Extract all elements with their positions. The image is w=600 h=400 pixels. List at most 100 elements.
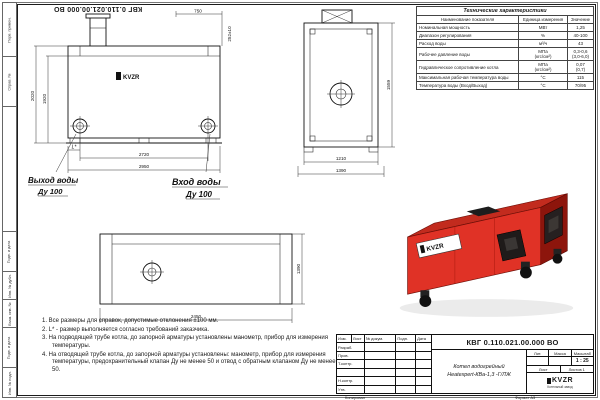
margin-label: Взам. инв. № bbox=[7, 301, 12, 326]
title-block-signatures: Изм. Лист № докум. Подп. Дата Разраб. Пр… bbox=[337, 335, 432, 393]
tb-label: № докум. bbox=[365, 335, 397, 343]
tb-label: Изм. bbox=[337, 335, 352, 343]
brand-logo: KVZR bbox=[546, 377, 573, 384]
boiler-front-face bbox=[407, 207, 542, 295]
col-header-value: Значение bbox=[566, 15, 595, 24]
title-block-logo: KVZR Котельный завод bbox=[527, 373, 593, 393]
svg-text:2720: 2720 bbox=[139, 152, 150, 157]
svg-text:1559: 1559 bbox=[386, 79, 391, 90]
title-block-doc-code: КВГ 0.110.021.00.000 ВО bbox=[432, 335, 593, 350]
dimension-1920: 1920 bbox=[42, 55, 68, 143]
margin-cell: Взам. инв. № bbox=[2, 300, 17, 328]
dimension-l-mark: L* bbox=[68, 145, 80, 151]
note-1: 1. Все размеры для справок, допустимые о… bbox=[42, 318, 219, 324]
product-name: Котел водогрейный Heatexpert-КВа-1,3 -Г/… bbox=[432, 350, 527, 393]
tb-empty bbox=[416, 377, 431, 384]
margin-cell: Перв. примен. bbox=[2, 2, 17, 57]
param-unit: МВт bbox=[518, 23, 568, 32]
param-name: Гидравлическое сопротивление котла bbox=[415, 60, 520, 74]
tb-empty bbox=[396, 351, 416, 360]
margin-label: Перв. примен. bbox=[7, 16, 12, 43]
margin-label: Инв. № подл. bbox=[7, 370, 12, 395]
table-row: Максимальная рабочая температура воды °С… bbox=[415, 73, 595, 82]
param-unit: °С bbox=[518, 73, 568, 82]
svg-text:2450: 2450 bbox=[191, 314, 202, 319]
note-3: 3. На подводящей трубе котла, до запорно… bbox=[42, 335, 329, 350]
svg-text:1210: 1210 bbox=[336, 156, 347, 161]
tb-label: Лист bbox=[352, 335, 365, 343]
drawing-scale: 1 : 25 bbox=[575, 358, 589, 364]
tb-empty bbox=[365, 351, 396, 360]
spec-table-header-row: Наименование показателя Единица измерени… bbox=[415, 15, 595, 24]
title-block-main: КВГ 0.110.021.00.000 ВО Котел водогрейны… bbox=[432, 335, 593, 393]
svg-text:L*: L* bbox=[72, 145, 78, 151]
param-name: Номинальная мощность bbox=[415, 23, 520, 32]
param-value: 70/95 bbox=[566, 81, 595, 90]
title-block-meta: Лит. Масса Масштаб 1 : 25 Лист Листов 1 bbox=[527, 350, 593, 393]
title-block: Изм. Лист № докум. Подп. Дата Разраб. Пр… bbox=[336, 334, 594, 394]
end-door-panel bbox=[548, 215, 559, 234]
svg-text:KVZR: KVZR bbox=[426, 242, 445, 253]
tb-label: Лист bbox=[527, 366, 561, 372]
flue-outlet bbox=[321, 9, 353, 24]
margin-cell: Подп. и дата bbox=[2, 328, 17, 368]
tb-empty bbox=[416, 352, 431, 359]
dimension-1210: 1210 bbox=[303, 152, 379, 165]
tb-empty bbox=[337, 368, 365, 377]
tb-empty bbox=[416, 343, 431, 350]
svg-text:750: 750 bbox=[194, 9, 202, 14]
plan-view-drawing: 2450 1390 bbox=[99, 233, 305, 323]
tb-label: Масштаб bbox=[573, 350, 591, 356]
tb-label: Утв. bbox=[337, 385, 365, 393]
svg-text:Выход воды: Выход воды bbox=[28, 176, 78, 185]
side-view-drawing: 1559 1210 1390 bbox=[297, 9, 395, 177]
param-unit: °С bbox=[518, 81, 568, 90]
col-header-name: Наименование показателя bbox=[415, 15, 520, 24]
tb-empty bbox=[396, 343, 416, 351]
tb-row bbox=[337, 368, 431, 378]
svg-text:1390: 1390 bbox=[336, 168, 347, 173]
svg-text:KVZR: KVZR bbox=[123, 75, 140, 81]
tb-label: Разраб. bbox=[337, 343, 365, 351]
svg-text:2020: 2020 bbox=[30, 90, 35, 101]
dimension-2950: 2950 bbox=[67, 146, 221, 173]
table-row: Рабочее давление воды МПа (кгс/см²) 0,3-… bbox=[415, 47, 595, 61]
inlet-flange bbox=[198, 116, 218, 136]
param-unit: МПа (кгс/см²) bbox=[518, 47, 568, 61]
front-view-drawing: KVZR 750 252±10 202 bbox=[28, 9, 232, 200]
spec-table: Технические характеристики Наименование … bbox=[415, 6, 595, 90]
param-value: 1,25 bbox=[566, 23, 595, 32]
chimney-outline bbox=[85, 13, 111, 46]
tb-row: Пров. bbox=[337, 351, 431, 361]
margin-label: Инв. № дубл. bbox=[7, 273, 12, 298]
margin-label: Подп. и дата bbox=[7, 336, 12, 359]
tb-row: Разраб. bbox=[337, 343, 431, 352]
table-row: Номинальная мощность МВт 1,25 bbox=[415, 23, 595, 32]
dimension-2020: 2020 bbox=[30, 45, 68, 144]
svg-text:Вход воды: Вход воды bbox=[172, 177, 221, 187]
table-row: Расход воды м³/ч 43 bbox=[415, 39, 595, 48]
top-control-box bbox=[466, 206, 501, 217]
tb-label: Дата bbox=[417, 336, 427, 342]
brand-banner-3d: KVZR bbox=[415, 233, 463, 259]
outlet-pipe-label: Выход воды Ду 100 bbox=[28, 133, 78, 197]
drawing-notes: 1. Все размеры для справок, допустимые о… bbox=[42, 318, 336, 376]
svg-text:Ду 100: Ду 100 bbox=[185, 190, 213, 199]
param-name: Рабочее давление воды bbox=[415, 47, 520, 61]
param-value: 43 bbox=[566, 39, 595, 48]
tb-header-row: Изм. Лист № докум. Подп. Дата bbox=[337, 335, 431, 344]
dimension-1390: 1390 bbox=[297, 166, 385, 177]
tb-row: Н.контр. bbox=[337, 377, 431, 386]
param-name: Диапазон регулирования bbox=[415, 31, 520, 40]
tb-empty bbox=[549, 357, 572, 365]
margin-cell: Инв. № дубл. bbox=[2, 272, 17, 300]
dimension-2450: 2450 bbox=[99, 308, 293, 323]
dimension-2720: 2720 bbox=[79, 136, 209, 161]
spec-table-title: Технические характеристики bbox=[416, 6, 594, 16]
dimension-252: 252±10 bbox=[227, 26, 232, 42]
outlet-flange bbox=[70, 116, 90, 136]
tb-empty bbox=[416, 360, 431, 367]
tb-empty bbox=[416, 386, 431, 393]
note-4: 4. На отводящей трубе котла, до запорной… bbox=[42, 351, 336, 374]
tb-empty bbox=[365, 343, 396, 351]
